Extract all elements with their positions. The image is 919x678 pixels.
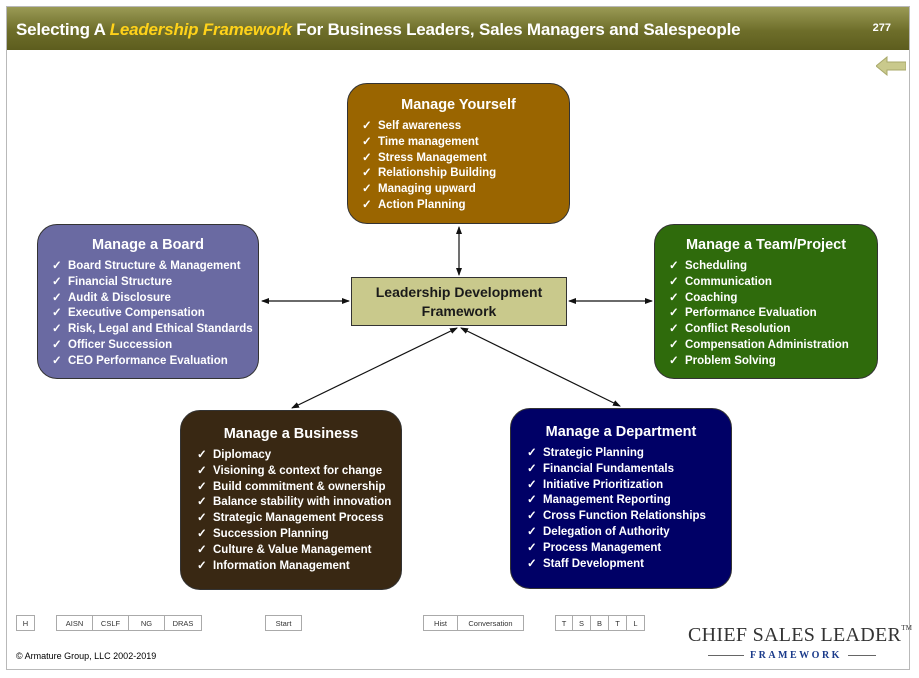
list-item: Self awareness: [362, 119, 569, 135]
nav-button-hist[interactable]: Hist: [423, 615, 458, 631]
nav-button-t[interactable]: T: [555, 615, 573, 631]
box-title: Manage a Team/Project: [685, 237, 847, 253]
list-item: Culture & Value Management: [197, 543, 401, 559]
list-item: CEO Performance Evaluation: [52, 354, 258, 370]
list-item: Strategic Management Process: [197, 511, 401, 527]
list-item: Managing upward: [362, 182, 569, 198]
page-title: Selecting A Leadership Framework For Bus…: [16, 20, 741, 39]
arrow-business: [291, 327, 458, 409]
box-manage-board: Manage a Board Board Structure & Managem…: [37, 224, 259, 379]
list-item: Performance Evaluation: [669, 306, 877, 322]
list-item: Problem Solving: [669, 354, 877, 370]
center-framework-box: Leadership Development Framework: [351, 277, 567, 326]
list-item: Financial Structure: [52, 275, 258, 291]
list-item: Risk, Legal and Ethical Standards: [52, 322, 258, 338]
box-title: Manage Yourself: [401, 97, 516, 113]
list-item: Action Planning: [362, 198, 569, 214]
box-title: Manage a Business: [223, 426, 359, 442]
list-item: Cross Function Relationships: [527, 509, 731, 525]
logo-rule-left: [708, 655, 744, 656]
nav-button-cslf[interactable]: CSLF: [92, 615, 129, 631]
nav-button-b[interactable]: B: [590, 615, 609, 631]
logo-chief-sales-leader: CHIEF SALES LEADERTM: [688, 624, 913, 646]
back-arrow-icon[interactable]: [876, 56, 906, 76]
list-item: Conflict Resolution: [669, 322, 877, 338]
list-item: Scheduling: [669, 259, 877, 275]
list-item: Visioning & context for change: [197, 464, 401, 480]
title-highlight: Leadership Framework: [109, 20, 292, 39]
list-item: Build commitment & ownership: [197, 480, 401, 496]
center-line-1: Leadership Development: [375, 283, 543, 300]
header-bar: Selecting A Leadership Framework For Bus…: [7, 7, 909, 50]
nav-button-h[interactable]: H: [16, 615, 35, 631]
list-item: Compensation Administration: [669, 338, 877, 354]
list-item: Succession Planning: [197, 527, 401, 543]
list-item: Communication: [669, 275, 877, 291]
list-item: Time management: [362, 135, 569, 151]
logo-framework: FRAMEWORK: [750, 650, 842, 661]
copyright-text: © Armature Group, LLC 2002-2019: [16, 651, 157, 661]
nav-button-l[interactable]: L: [626, 615, 645, 631]
box-title: Manage a Department: [545, 424, 697, 440]
page-number: 277: [872, 22, 891, 34]
list-item: Coaching: [669, 291, 877, 307]
box-manage-team: Manage a Team/Project Scheduling Communi…: [654, 224, 878, 379]
list-item: Relationship Building: [362, 166, 569, 182]
list-item: Stress Management: [362, 151, 569, 167]
logo-rule-right: [848, 655, 876, 656]
nav-button-ng[interactable]: NG: [128, 615, 165, 631]
list-item: Process Management: [527, 541, 731, 557]
list-item: Executive Compensation: [52, 306, 258, 322]
box-manage-business: Manage a Business Diplomacy Visioning & …: [180, 410, 402, 590]
box-manage-department: Manage a Department Strategic Planning F…: [510, 408, 732, 589]
box-manage-yourself: Manage Yourself Self awareness Time mana…: [347, 83, 570, 224]
nav-button-start[interactable]: Start: [265, 615, 302, 631]
center-line-2: Framework: [421, 302, 497, 319]
list-item: Diplomacy: [197, 448, 401, 464]
nav-button-s[interactable]: S: [572, 615, 591, 631]
nav-button-dras[interactable]: DRAS: [164, 615, 202, 631]
nav-button-conversation[interactable]: Conversation: [457, 615, 524, 631]
list-item: Board Structure & Management: [52, 259, 258, 275]
list-item: Initiative Prioritization: [527, 478, 731, 494]
list-item: Management Reporting: [527, 493, 731, 509]
box-title: Manage a Board: [92, 237, 204, 253]
list-item: Officer Succession: [52, 338, 258, 354]
list-item: Information Management: [197, 559, 401, 575]
list-item: Delegation of Authority: [527, 525, 731, 541]
nav-button-aisn[interactable]: AISN: [56, 615, 93, 631]
list-item: Balance stability with innovation: [197, 495, 401, 511]
list-item: Audit & Disclosure: [52, 291, 258, 307]
nav-button-t2[interactable]: T: [608, 615, 627, 631]
list-item: Staff Development: [527, 557, 731, 573]
list-item: Strategic Planning: [527, 446, 731, 462]
arrow-department: [460, 327, 621, 407]
list-item: Financial Fundamentals: [527, 462, 731, 478]
